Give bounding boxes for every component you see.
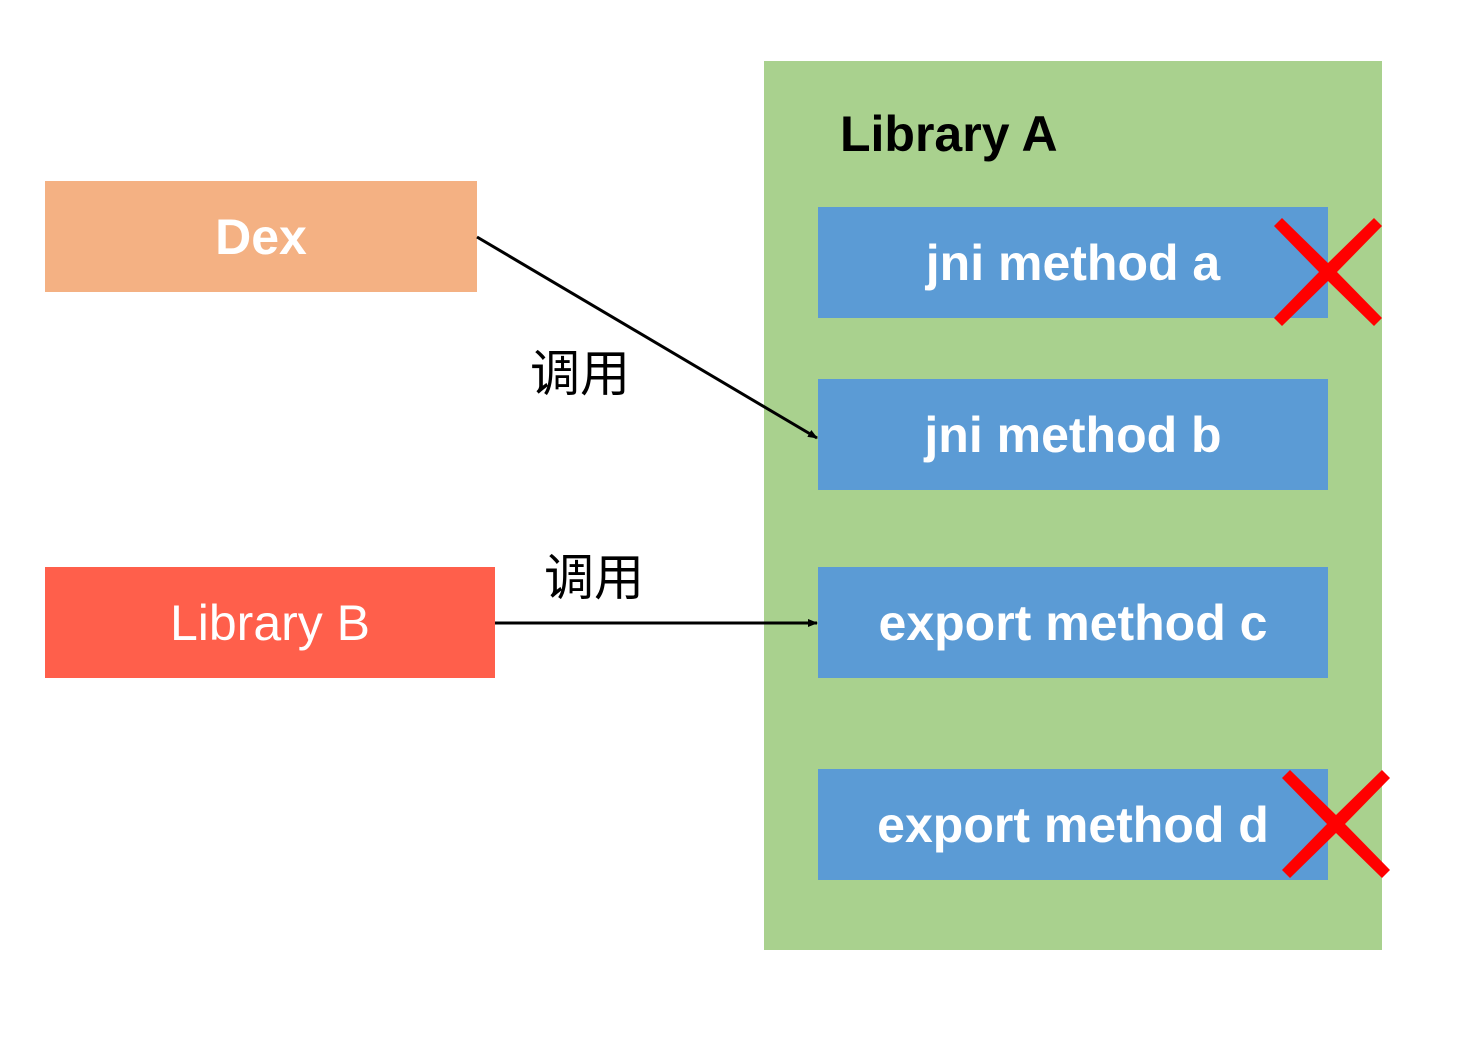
method-label-a: jni method a <box>925 234 1221 291</box>
method-label-c: export method c <box>878 594 1268 651</box>
method-box-a: jni method a <box>818 207 1328 318</box>
dex-label: Dex <box>215 208 307 265</box>
call-label-library-b: 调用 <box>544 549 644 607</box>
method-box-d: export method d <box>818 769 1328 880</box>
method-box-b: jni method b <box>818 379 1328 490</box>
library-b-box: Library B <box>45 567 495 678</box>
library-b-label: Library B <box>169 594 371 651</box>
method-label-d: export method d <box>877 796 1269 853</box>
library-a-title: Library A <box>840 106 1058 162</box>
method-label-b: jni method b <box>924 406 1222 463</box>
method-box-c: export method c <box>818 567 1328 678</box>
dex-box: Dex <box>45 181 477 292</box>
call-label-dex: 调用 <box>530 345 630 403</box>
